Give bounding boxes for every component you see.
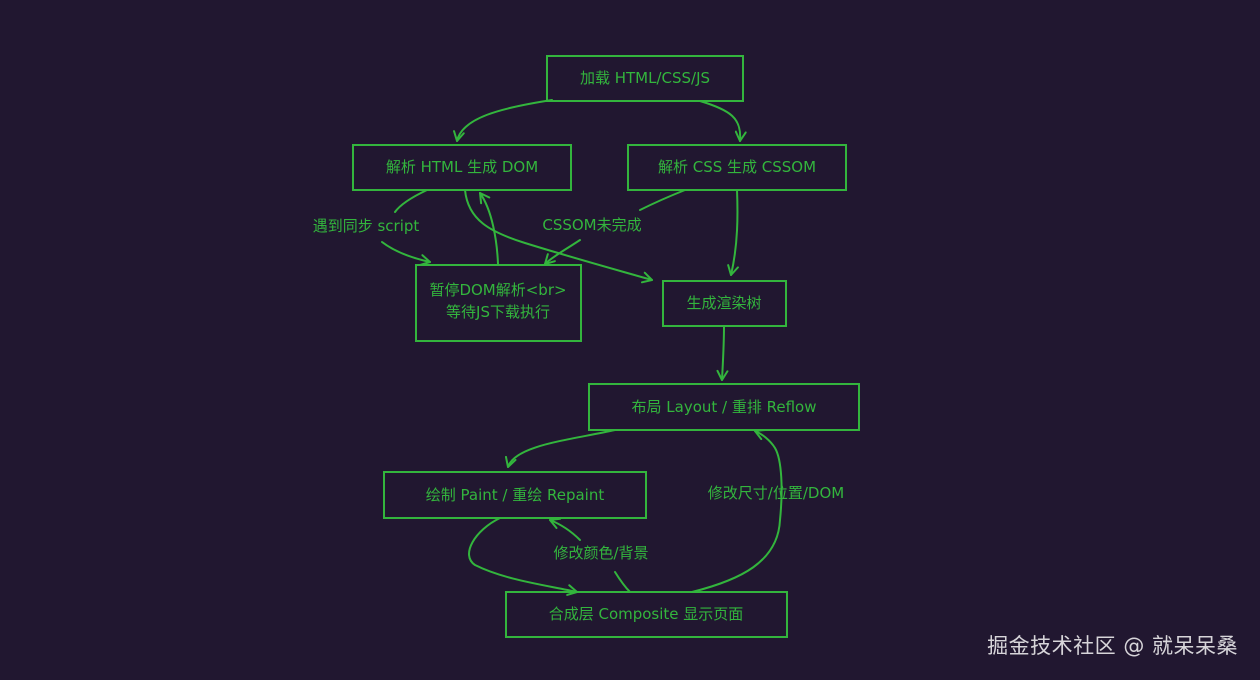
node-layout: 布局 Layout / 重排 Reflow	[588, 383, 860, 431]
node-load-box	[546, 55, 744, 102]
node-paint-box	[383, 471, 647, 519]
edge-label-sync-script: 遇到同步 script	[313, 217, 420, 235]
node-pause-dom: 暂停DOM解析<br> 等待JS下载执行	[415, 264, 582, 342]
node-parse-css-label: 解析 CSS 生成 CSSOM	[658, 158, 816, 176]
node-render-tree-box	[662, 280, 787, 327]
node-parse-html-label: 解析 HTML 生成 DOM	[386, 158, 538, 176]
edge-composite-to-layout	[691, 428, 783, 593]
node-pause-dom-label-line2: 等待JS下载执行	[446, 303, 550, 321]
edges	[381, 99, 783, 596]
node-composite-box	[505, 591, 788, 638]
node-layout-box	[588, 383, 860, 431]
edge-layout-to-paint	[504, 429, 616, 468]
edge-parse-css-to-render-tree	[727, 189, 739, 276]
edge-label-modify-geometry: 修改尺寸/位置/DOM	[708, 484, 844, 502]
node-render-tree-label: 生成渲染树	[686, 294, 761, 312]
edge-parse-html-to-render-tree	[464, 189, 653, 284]
edge-paint-to-composite	[468, 517, 578, 596]
edge-label-modify-color: 修改颜色/背景	[553, 544, 648, 562]
edge-parse-css-to-pause	[545, 189, 686, 264]
node-layout-label: 布局 Layout / 重排 Reflow	[632, 398, 817, 416]
edge-render-tree-to-layout	[716, 325, 729, 381]
node-parse-css: 解析 CSS 生成 CSSOM	[627, 144, 847, 191]
node-paint-label: 绘制 Paint / 重绘 Repaint	[426, 486, 605, 504]
edge-modify-color-to-composite	[614, 571, 631, 593]
node-parse-css-box	[627, 144, 847, 191]
node-paint: 绘制 Paint / 重绘 Repaint	[383, 471, 647, 519]
watermark: 掘金技术社区 @ 就呆呆桑	[987, 634, 1238, 658]
node-pause-dom-box	[415, 264, 582, 342]
node-load: 加载 HTML/CSS/JS	[546, 55, 744, 102]
edge-pause-to-parse-html	[479, 192, 499, 265]
node-render-tree: 生成渲染树	[662, 280, 787, 327]
edge-modify-color-to-paint	[549, 517, 581, 541]
edge-load-to-parse-css	[699, 100, 747, 142]
node-composite-label: 合成层 Composite 显示页面	[549, 605, 744, 623]
node-composite: 合成层 Composite 显示页面	[505, 591, 788, 638]
node-pause-dom-label-line1: 暂停DOM解析<br>	[429, 281, 566, 299]
edge-load-to-parse-html	[453, 99, 553, 142]
node-parse-html-box	[352, 144, 572, 191]
edge-label-cssom-incomplete: CSSOM未完成	[542, 216, 641, 234]
edge-parse-html-to-pause	[381, 189, 430, 262]
node-parse-html: 解析 HTML 生成 DOM	[352, 144, 572, 191]
node-load-label: 加载 HTML/CSS/JS	[580, 69, 710, 87]
